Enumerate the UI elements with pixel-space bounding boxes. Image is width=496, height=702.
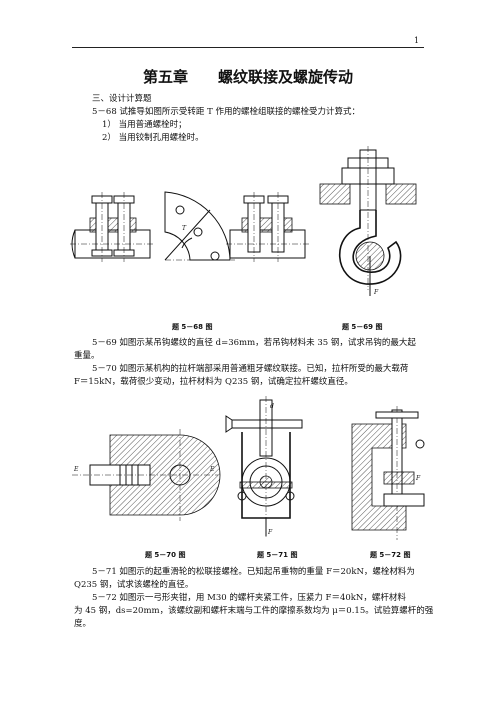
problem-72-text-1: 5－72 如图示一弓形夹钳，用 M30 的螺杆夹紧工件，压紧力 F＝40kN，螺… — [92, 593, 406, 603]
problem-72-text-3: 度。 — [74, 619, 92, 629]
problem-70-text-2: F＝15kN，载荷很少变动，拉杆材料为 Q235 钢，试确定拉杆螺纹直径。 — [74, 377, 353, 387]
figure-5-69-drawing: F — [319, 146, 417, 296]
problem-71-text-2: Q235 钢，试求该螺栓的直径。 — [74, 580, 194, 590]
problem-69-text-2: 重量。 — [74, 351, 100, 361]
header-rule — [72, 47, 424, 48]
torque-label-t: T — [182, 225, 187, 232]
load-label-f-71: F — [267, 529, 273, 536]
problem-70-text-1: 5－70 如图示某机构的拉杆端部采用普通粗牙螺纹联接。已知，拉杆所受的最大载荷 — [92, 364, 409, 374]
figure-5-72-drawing: F — [351, 406, 425, 540]
caption-fig-5-72: 题 5－72 图 — [370, 551, 411, 559]
problem-68-item-2: 2） 当用铰制孔用螺栓时。 — [102, 133, 204, 143]
figure-5-70-drawing: E E — [72, 429, 221, 521]
load-label-e-left: E — [73, 466, 79, 473]
dimension-label-d: d — [270, 403, 274, 410]
figure-5-68-drawing: T — [70, 191, 310, 262]
caption-fig-5-69: 题 5－69 图 — [342, 323, 383, 331]
problem-68-item-1: 1） 当用普通螺栓时； — [102, 120, 187, 130]
load-label-f-72: F — [415, 475, 421, 482]
caption-fig-5-71: 题 5－71 图 — [257, 551, 298, 559]
problem-68-text: 5－68 试推导如图所示受转距 T 作用的螺栓组联接的螺栓受力计算式： — [92, 107, 361, 117]
chapter-number: 第五章 — [142, 68, 188, 86]
page-number: 1 — [414, 36, 420, 45]
load-label-f: F — [373, 289, 379, 296]
load-label-e-right: E — [209, 466, 215, 473]
problem-69-text-1: 5－69 如图示某吊钩螺纹的直径 d=36mm，若吊钩材料未 35 钢，试求吊钩… — [92, 338, 416, 348]
figure-5-71-drawing: d F — [225, 396, 303, 538]
chapter-title: 第五章 螺纹联接及螺旋传动 — [0, 66, 496, 87]
problem-71-text-1: 5－71 如图示的起重滑轮的松联接螺栓。已知起吊重物的重量 F＝20kN，螺栓材… — [92, 567, 415, 577]
caption-fig-5-70: 题 5－70 图 — [145, 551, 186, 559]
chapter-name: 螺纹联接及螺旋传动 — [218, 68, 354, 86]
section-heading: 三、设计计算题 — [92, 94, 152, 104]
problem-72-text-2: 为 45 钢，ds=20mm，该螺纹副和螺杆末端与工件的摩擦系数均为 μ＝0.1… — [74, 606, 434, 616]
caption-fig-5-68: 题 5－68 图 — [172, 323, 213, 331]
